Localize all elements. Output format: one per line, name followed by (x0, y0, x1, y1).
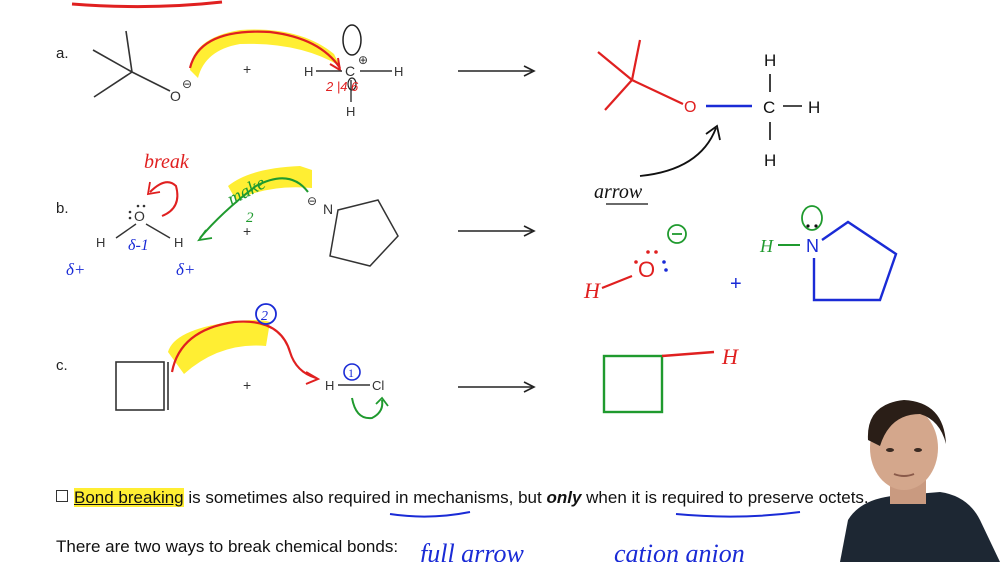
oxygen-a: O (170, 88, 181, 104)
minus-charge-a: ⊖ (182, 77, 192, 91)
label-c: c. (56, 357, 68, 374)
label-a: a. (56, 45, 69, 62)
break-arrow-c (351, 397, 384, 420)
presenter-webcam (840, 400, 1000, 562)
step-2-circle (255, 303, 277, 325)
pyrrolidine-ring-b (329, 199, 399, 267)
electron-count-a: 2 |4 6 (325, 79, 359, 94)
cation-anion-note: cation anion (614, 539, 745, 562)
underline-preserve-octets (675, 511, 801, 518)
tert-butoxide-skeleton (92, 30, 171, 98)
h-left-a: H (304, 64, 313, 79)
step-1-circle (343, 363, 361, 381)
label-b: b. (56, 200, 69, 217)
methyl-product (769, 74, 802, 140)
h-hcl: H (325, 378, 334, 393)
empty-p-orbital-top (342, 24, 362, 56)
nitrogen-product-b: N (806, 236, 819, 256)
h-right-b: H (174, 235, 183, 250)
bullet-checkbox-icon (56, 490, 68, 502)
highlight-c (168, 320, 270, 374)
new-bond-c (661, 350, 715, 358)
cyclobutene (115, 361, 169, 411)
break-arrow (149, 181, 179, 217)
h-left-b: H (96, 235, 105, 250)
minus-charge-product-b (667, 224, 687, 244)
h-right-a: H (394, 64, 403, 79)
carbon-product-a: C (763, 98, 775, 117)
h-bottom-product-a: H (764, 151, 776, 170)
h-pyrrolidine: H (759, 236, 774, 256)
cl-hcl: Cl (372, 378, 384, 393)
step-2-number: 2 (261, 309, 268, 324)
highlight-a (190, 29, 340, 78)
break-label: break (144, 151, 190, 173)
oxygen-product-a: O (684, 99, 696, 116)
bond-breaking-sentence: Bond breaking is sometimes also required… (56, 488, 869, 508)
h-bottom-a: H (346, 104, 355, 119)
oxygen-b: O (134, 208, 145, 224)
annotation-arrow (639, 127, 717, 177)
minus-charge-b: ⊖ (307, 194, 317, 208)
nitrogen-b: N (323, 201, 333, 217)
plus-a: + (243, 61, 251, 77)
step-1-number: 1 (348, 366, 354, 380)
only-emphasis: only (546, 488, 582, 507)
curved-arrow-a (188, 30, 341, 69)
plus-product-b: + (730, 273, 742, 295)
oxygen-product-b: O (638, 257, 655, 282)
tert-butyl-product (597, 39, 684, 111)
underline-bond-breaking (389, 511, 471, 518)
full-arrow-note: full arrow (420, 539, 524, 562)
make-number: 2 (246, 210, 254, 226)
arrow-label: arrow (594, 181, 643, 203)
h-product-c: H (721, 344, 739, 369)
h-product-b: H (583, 278, 601, 303)
two-ways-sentence: There are two ways to break chemical bon… (56, 537, 399, 556)
h-top-product-a: H (764, 51, 776, 70)
arrowhead-a (329, 57, 342, 72)
cyclobutane-product (602, 354, 664, 414)
delta-plus-left: δ+ (66, 260, 85, 279)
empty-p-orbital-bottom (347, 77, 357, 91)
plus-c: + (243, 377, 251, 393)
sentence-middle: is sometimes also required in mechanisms… (183, 488, 547, 507)
delta-plus-right: δ+ (176, 260, 195, 279)
carbon-a: C (345, 63, 355, 79)
delta-minus: δ-1 (128, 237, 149, 254)
pyrrolidine-ring-product (812, 220, 898, 302)
plus-charge-a: ⊕ (358, 53, 368, 67)
bond-breaking-term: Bond breaking (74, 488, 184, 507)
sentence-end: when it is required to preserve octets. (581, 488, 869, 507)
top-red-underline (71, 0, 223, 9)
plus-b: + (243, 223, 251, 239)
h-right-product-a: H (808, 98, 820, 117)
make-arrow (199, 177, 309, 239)
